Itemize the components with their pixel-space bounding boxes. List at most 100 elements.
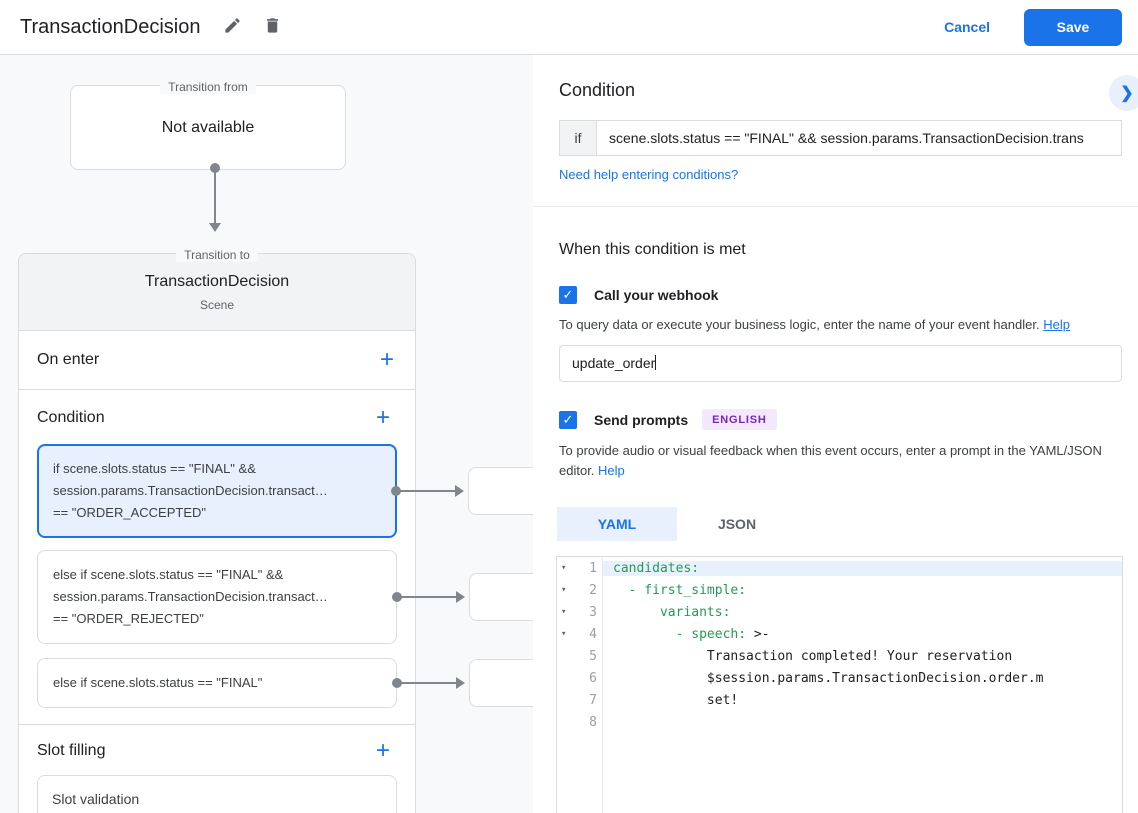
- condition-item-order-accepted[interactable]: if scene.slots.status == "FINAL" && sess…: [37, 444, 533, 538]
- prompts-description: To provide audio or visual feedback when…: [559, 443, 1102, 478]
- condition-item-final[interactable]: else if scene.slots.status == "FINAL": [37, 658, 533, 708]
- prompt-code-editor[interactable]: ▾ 1 candidates: ▾2 - first_simple:▾3 varian…: [556, 556, 1123, 813]
- scene-title: TransactionDecision: [144, 273, 290, 290]
- condition-section-label: Condition: [37, 409, 105, 426]
- line-number: 4: [589, 626, 597, 642]
- connector-line: [396, 596, 458, 598]
- checkmark-icon: ✓: [562, 287, 574, 302]
- code-line[interactable]: ▾ 4 - speech: >-: [557, 623, 1122, 645]
- page-title: TransactionDecision: [20, 15, 201, 38]
- fold-toggle-icon[interactable]: ▾: [561, 607, 567, 617]
- connector-line: [395, 490, 457, 492]
- condition-expression-row: if scene.slots.status == "FINAL" && sess…: [559, 120, 1122, 156]
- add-slot-button[interactable]: +: [369, 737, 397, 765]
- fold-toggle-icon[interactable]: ▾: [561, 563, 567, 573]
- code-text: set!: [613, 692, 739, 708]
- transition-from-legend: Transition from: [71, 78, 345, 96]
- send-prompts-row: ✓ Send prompts ENGLISH: [559, 409, 1112, 430]
- code-line[interactable]: 8: [557, 711, 1122, 733]
- add-condition-button[interactable]: +: [369, 404, 397, 432]
- plus-icon: +: [379, 346, 394, 373]
- line-number: 1: [589, 560, 597, 576]
- condition-heading: Condition: [559, 80, 636, 100]
- connector-arrow-icon: [455, 485, 464, 497]
- transition-to-node: Transition to TransactionDecision Scene …: [18, 248, 533, 813]
- connector-arrow-icon: [456, 591, 465, 603]
- language-badge: ENGLISH: [702, 409, 777, 430]
- call-webhook-row: ✓ Call your webhook: [559, 286, 1112, 304]
- slot-validation-item[interactable]: Slot validation: [37, 775, 397, 813]
- code-line[interactable]: 5 Transaction completed! Your reservatio…: [557, 645, 1122, 667]
- transition-from-node: Transition from Not available: [70, 80, 346, 170]
- code-text: $session.params.TransactionDecision.orde…: [613, 670, 1044, 686]
- editor-format-tabs: YAML JSON: [557, 507, 1138, 541]
- tab-yaml[interactable]: YAML: [557, 507, 677, 541]
- line-number: 7: [589, 692, 597, 708]
- call-webhook-label: Call your webhook: [594, 287, 719, 303]
- condition-text-line: if scene.slots.status == "FINAL" &&: [53, 461, 256, 476]
- code-text: - speech: >-: [613, 626, 770, 642]
- save-button[interactable]: Save: [1024, 8, 1122, 46]
- condition-text-line: == "ORDER_REJECTED": [53, 611, 204, 626]
- code-line[interactable]: ▾2 - first_simple:: [557, 579, 1122, 601]
- tab-json[interactable]: JSON: [677, 507, 797, 541]
- condition-section: Condition + if scene.slots.status == "FI…: [19, 390, 533, 725]
- send-prompts-checkbox[interactable]: ✓: [559, 410, 577, 429]
- condition-text-line: else if scene.slots.status == "FINAL" &&: [53, 567, 284, 582]
- condition-expression-input[interactable]: scene.slots.status == "FINAL" && session…: [596, 120, 1122, 156]
- slot-filling-section: Slot filling + Slot validation: [19, 725, 415, 813]
- condition-text-line: else if scene.slots.status == "FINAL": [53, 675, 263, 690]
- prompts-help-link[interactable]: Help: [598, 463, 625, 478]
- condition-text-line: session.params.TransactionDecision.trans…: [53, 589, 328, 604]
- connector-line: [396, 682, 458, 684]
- on-enter-label: On enter: [37, 351, 100, 368]
- transition-arrow-head-icon: [209, 223, 221, 232]
- code-line[interactable]: ▾3 variants:: [557, 601, 1122, 623]
- condition-text-line: session.params.TransactionDecision.trans…: [53, 483, 328, 498]
- condition-editor-panel: Condition ❯ if scene.slots.status == "FI…: [533, 55, 1138, 813]
- plus-icon: +: [375, 737, 390, 764]
- condition-item-order-rejected[interactable]: else if scene.slots.status == "FINAL" &&…: [37, 550, 533, 644]
- code-text: candidates:: [603, 560, 1122, 576]
- delete-scene-button[interactable]: [260, 15, 284, 39]
- line-number: 6: [589, 670, 597, 686]
- code-text: - first_simple:: [613, 582, 747, 598]
- section-divider: [533, 206, 1138, 207]
- cancel-button[interactable]: Cancel: [932, 11, 1002, 43]
- scene-card-header[interactable]: TransactionDecision Scene: [19, 254, 415, 331]
- line-number: 8: [589, 714, 597, 730]
- fold-toggle-icon[interactable]: ▾: [561, 585, 567, 595]
- code-line[interactable]: ▾ 1 candidates:: [557, 557, 1122, 579]
- send-prompts-label: Send prompts: [594, 411, 689, 428]
- transition-from-content: Not available: [161, 118, 255, 136]
- transition-target-node[interactable]: [469, 573, 533, 621]
- transition-target-node[interactable]: [468, 467, 533, 515]
- edit-scene-button[interactable]: [220, 15, 244, 39]
- scene-diagram-panel: Transition from Not available Transition…: [0, 55, 533, 813]
- webhook-help-link[interactable]: Help: [1043, 317, 1070, 332]
- webhook-handler-input[interactable]: update_order: [559, 345, 1122, 382]
- conditions-help-link[interactable]: Need help entering conditions?: [559, 167, 739, 182]
- transition-target-node[interactable]: [469, 659, 533, 707]
- checkmark-icon: ✓: [562, 411, 574, 427]
- fold-toggle-icon[interactable]: ▾: [561, 629, 567, 639]
- on-enter-row: On enter +: [19, 331, 415, 390]
- pencil-icon: [223, 16, 242, 38]
- code-line[interactable]: 7 set!: [557, 689, 1122, 711]
- gutter-divider: [602, 557, 603, 813]
- slot-filling-label: Slot filling: [37, 742, 106, 759]
- connector-dot: [392, 678, 402, 688]
- collapse-panel-button[interactable]: ❯: [1109, 75, 1138, 111]
- connector-arrow-icon: [456, 677, 465, 689]
- scene-subtitle: Scene: [199, 298, 235, 312]
- if-prefix-label: if: [559, 120, 596, 156]
- when-condition-heading: When this condition is met: [559, 241, 746, 258]
- add-on-enter-button[interactable]: +: [373, 346, 401, 374]
- top-bar: TransactionDecision Cancel Save: [0, 0, 1138, 55]
- connector-dot: [392, 592, 402, 602]
- code-line[interactable]: 6 $session.params.TransactionDecision.or…: [557, 667, 1122, 689]
- plus-icon: +: [375, 404, 390, 431]
- line-number: 5: [589, 648, 597, 664]
- call-webhook-checkbox[interactable]: ✓: [559, 286, 577, 304]
- transition-arrow-line: [214, 168, 216, 223]
